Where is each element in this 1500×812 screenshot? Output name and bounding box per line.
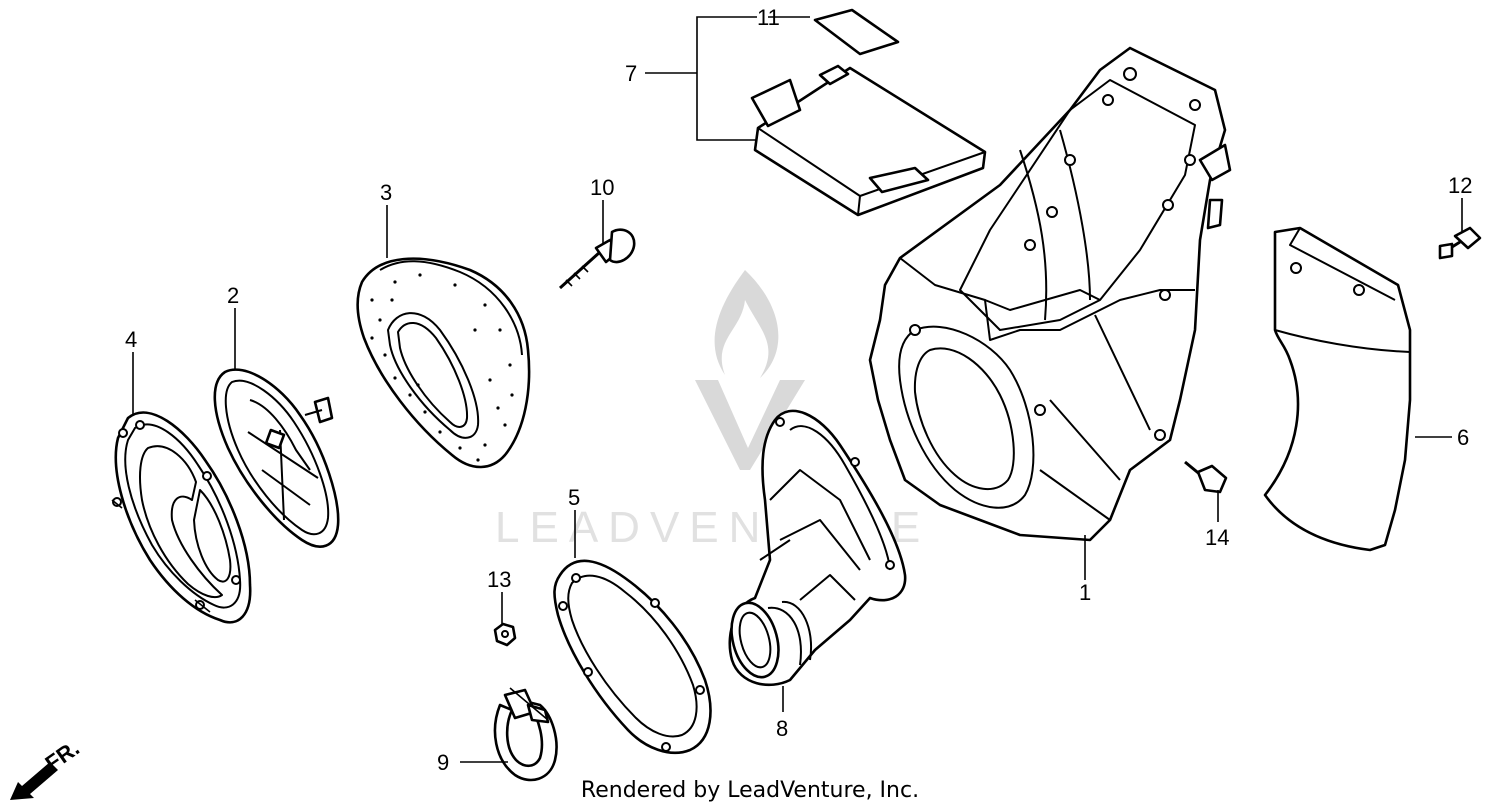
callout-13: 13 [487,567,511,592]
part-12-bolt [1438,226,1482,260]
footer-credit: Rendered by LeadVenture, Inc. [580,778,920,803]
part-4-plate [111,411,252,624]
callout-8: 8 [776,716,788,741]
footer: Rendered by LeadVenture, Inc. [0,778,1500,803]
callout-5: 5 [568,485,580,510]
part-2-holder [213,368,340,548]
callout-9: 9 [437,750,449,775]
part-9-clamp [493,687,558,782]
part-6-side-cover [1263,226,1412,552]
leader-lines [132,16,1463,763]
callout-14: 14 [1205,525,1229,550]
arrow-icon [10,762,58,800]
callout-1: 1 [1079,580,1091,605]
part-14-bolt [1184,460,1228,494]
callout-4: 4 [125,327,137,352]
callout-3: 3 [380,180,392,205]
part-1-case [868,46,1232,542]
part-3-filter [356,257,531,469]
part-8-duct [728,409,907,687]
callout-12: 12 [1448,173,1472,198]
callout-2: 2 [227,283,239,308]
callout-7: 7 [625,61,637,86]
callout-labels: 1 2 3 4 5 6 7 8 9 10 11 12 13 14 [125,5,1472,775]
callout-11: 11 [757,5,780,30]
part-11-label [813,8,900,56]
callout-10: 10 [590,175,614,200]
callout-6: 6 [1457,425,1469,450]
part-5-gasket [553,559,712,755]
part-10-screw [558,228,636,290]
part-13-nut [493,622,517,647]
part-7-cover [750,64,987,217]
